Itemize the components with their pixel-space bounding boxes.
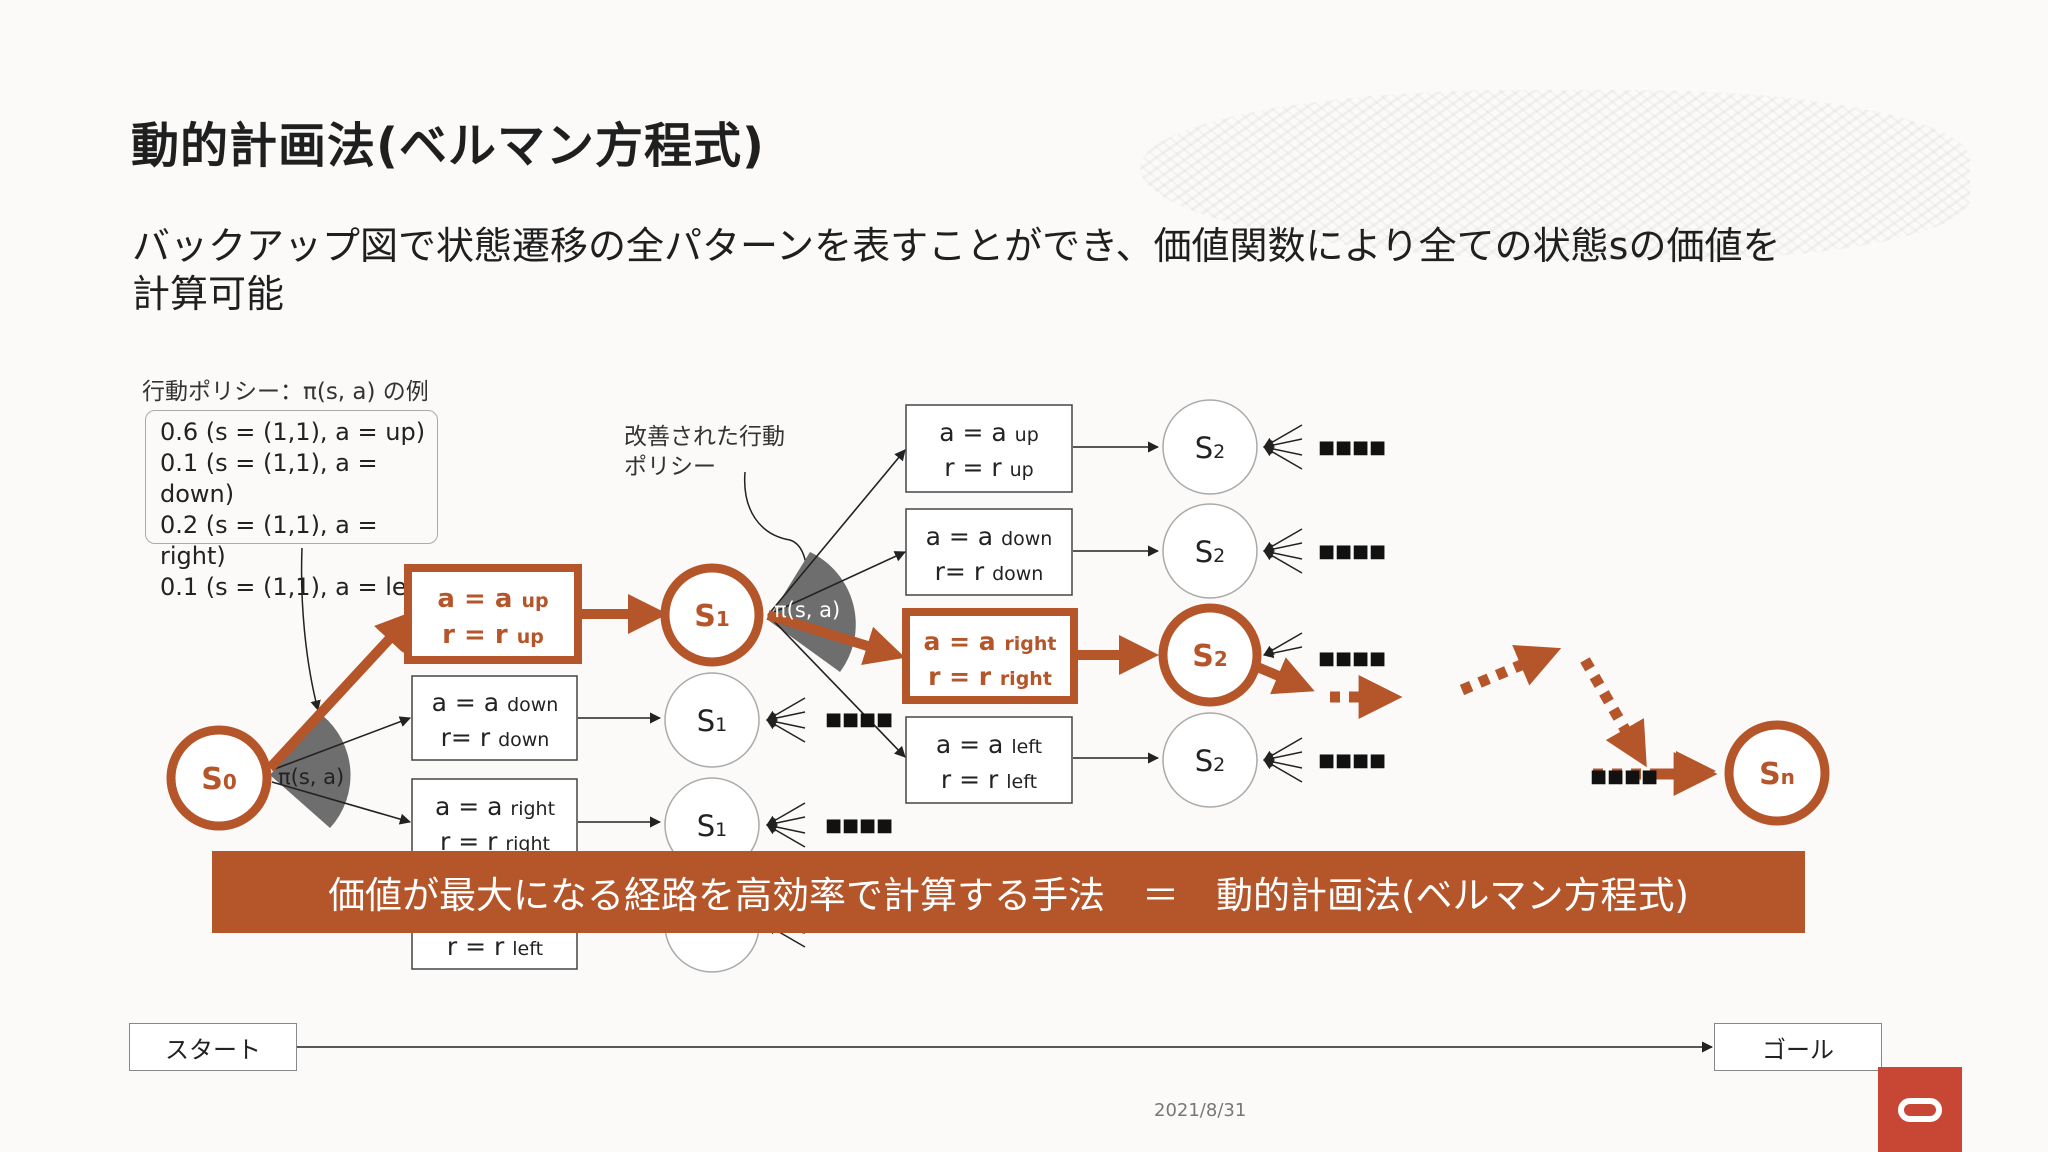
continuation-dots: ■■■■ [825, 815, 893, 836]
state-s2: S2 [1162, 503, 1258, 599]
page-subtitle: バックアップ図で状態遷移の全パターンを表すことができ、価値関数により全ての状態s… [132, 224, 1781, 316]
edge [271, 716, 412, 771]
continuation-dots: ■■■■ [1318, 648, 1386, 669]
oracle-logo [1878, 1067, 1962, 1152]
policy-pointer-line [300, 547, 321, 712]
continuation-dots: ■■■■ [1318, 541, 1386, 562]
page-title: 動的計画法(ベルマン方程式) [131, 118, 765, 174]
svg-text:a = a up: a = a up [437, 584, 548, 614]
state-s2: S2 [1162, 399, 1258, 495]
slide-date: 2021/8/31 [1154, 1100, 1247, 1121]
goal-label: ゴール [1714, 1023, 1882, 1071]
improved-policy-line: ポリシー [624, 454, 716, 480]
edge [271, 781, 412, 825]
svg-text:r = r left: r = r left [447, 932, 543, 961]
action-box-up: a = a up r = r up [905, 404, 1073, 493]
svg-text:a = a down: a = a down [432, 688, 559, 717]
dotted-path [1580, 657, 1647, 768]
svg-text:r = r right: r = r right [928, 662, 1052, 691]
state-s1: S1 [660, 563, 764, 667]
svg-text:r= r down: r= r down [441, 723, 550, 752]
continuation-dots: ■■■■ [1590, 766, 1658, 787]
svg-text:a = a left: a = a left [936, 730, 1042, 759]
optimal-edge [266, 610, 416, 772]
svg-text:S2: S2 [1195, 431, 1226, 465]
svg-text:r= r down: r= r down [935, 557, 1044, 586]
optimal-edge [1253, 657, 1315, 695]
svg-text:Sn: Sn [1759, 757, 1795, 792]
continuation-dots: ■■■■ [825, 709, 893, 730]
state-s0: S0 [166, 725, 272, 831]
state-s1: S1 [664, 672, 760, 768]
edge [767, 614, 906, 758]
dotted-path [1459, 644, 1562, 696]
optimal-edge [766, 610, 906, 665]
svg-text:a = a right: a = a right [435, 792, 555, 821]
policy-line: 0.2 (s = (1,1), a = right) [160, 511, 378, 570]
policy-line: 0.6 (s = (1,1), a = up) [160, 418, 426, 446]
state-sn: Sn [1724, 720, 1830, 826]
svg-text:S0: S0 [201, 762, 237, 797]
svg-text:S1: S1 [694, 599, 730, 634]
policy-line: 0.1 (s = (1,1), a = left) [160, 573, 434, 601]
svg-text:r = r up: r = r up [442, 620, 544, 650]
background-texture [1140, 90, 1970, 260]
svg-text:a = a right: a = a right [924, 627, 1057, 656]
edge [767, 551, 907, 616]
svg-text:S1: S1 [697, 809, 728, 843]
summary-banner: 価値が最大になる経路を高効率で計算する手法 ＝ 動的計画法(ベルマン方程式) [212, 851, 1805, 933]
policy-example-box: 0.6 (s = (1,1), a = up) 0.1 (s = (1,1), … [145, 410, 438, 601]
pi-wedge-s1 [768, 552, 856, 672]
policy-example-title: 行動ポリシー：π(s, a) の例 [142, 379, 429, 405]
oracle-ring-icon [1898, 1097, 1942, 1122]
pi-label: π(s, a) [278, 765, 344, 789]
continuation-dots: ■■■■ [1318, 437, 1386, 458]
improved-policy-label: 改善された行動 ポリシー [624, 422, 785, 482]
edge [767, 449, 906, 616]
action-box-left: a = a left r = r left [905, 716, 1073, 804]
policy-line: 0.1 (s = (1,1), a = down) [160, 449, 378, 508]
svg-text:S1: S1 [697, 704, 728, 738]
svg-text:r = r up: r = r up [944, 453, 1033, 482]
state-s2: S2 [1162, 712, 1258, 808]
action-box-down: a = a down r= r down [905, 508, 1073, 596]
pi-label: π(s, a) [774, 598, 840, 622]
svg-text:a = a up: a = a up [939, 418, 1039, 447]
continuation-dots: ■■■■ [1318, 750, 1386, 771]
svg-text:r = r left: r = r left [941, 765, 1037, 794]
svg-text:a = a down: a = a down [926, 522, 1053, 551]
action-box-right: a = a right r = r right [902, 608, 1078, 704]
svg-text:S2: S2 [1195, 535, 1226, 569]
action-box-up: a = a up r = r up [404, 564, 582, 664]
state-s2: S2 [1158, 603, 1262, 707]
improved-policy-line: 改善された行動 [624, 424, 785, 450]
action-box-down: a = a down r= r down [411, 675, 578, 761]
start-label: スタート [129, 1023, 297, 1071]
svg-text:S2: S2 [1192, 639, 1228, 674]
action-box-right: a = a right r = r right [411, 778, 578, 864]
svg-text:S2: S2 [1195, 744, 1226, 778]
